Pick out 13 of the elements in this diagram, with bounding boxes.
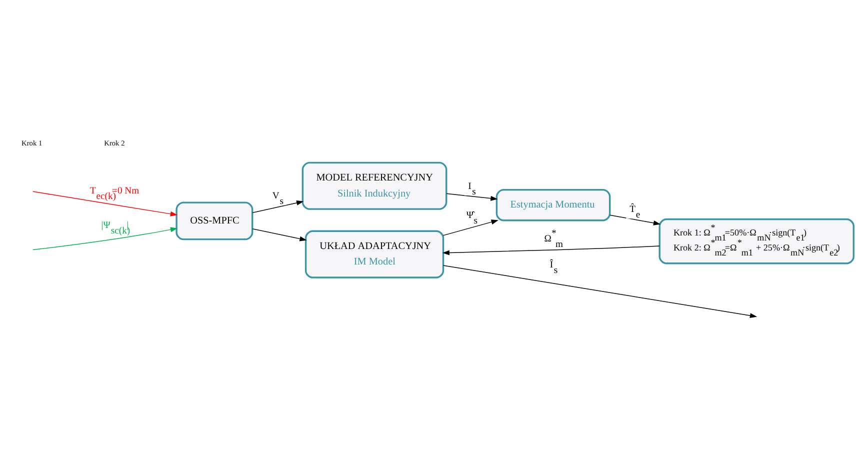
arrow [610, 214, 661, 226]
arrow [252, 200, 304, 214]
arrow [443, 265, 758, 318]
arrow [252, 228, 307, 242]
arrow [32, 227, 178, 250]
arrow [442, 246, 660, 256]
arrow [446, 193, 498, 201]
arrow [32, 191, 178, 216]
arrow [442, 220, 498, 236]
node-box: MODEL REFERENCYJNY Silnik Indukcyjny [302, 162, 448, 210]
node-box: OSS-MPFC [176, 202, 254, 240]
node-box: Estymacja Momentu [496, 188, 611, 222]
node-box: UKŁAD ADAPTACYJNY IM Model [304, 230, 444, 278]
